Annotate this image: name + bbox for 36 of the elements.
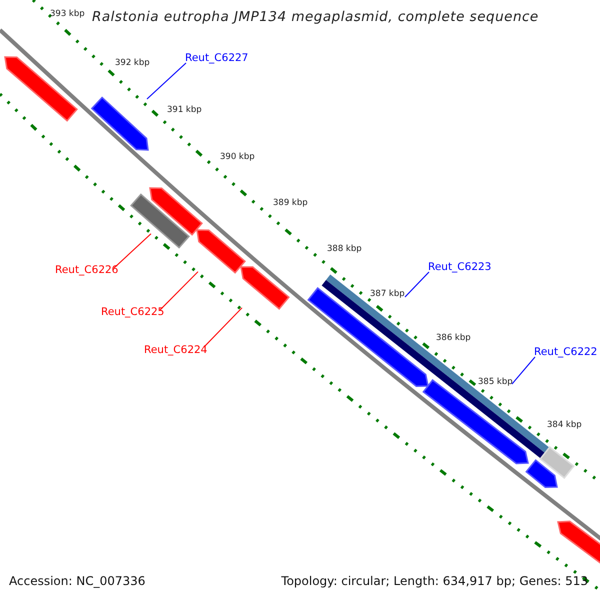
leader-line [404, 272, 430, 298]
gene-block [149, 187, 203, 236]
summary-text: Topology: circular; Length: 634,917 bp; Genes: 513 [281, 575, 588, 588]
gene-label: Reut_C6226 [55, 265, 118, 277]
gene-block [539, 446, 575, 479]
gene-label: Reut_C6222 [534, 347, 598, 359]
title: Ralstonia eutropha JMP134 megaplasmid, complete sequence [92, 10, 539, 25]
leader-line [204, 307, 242, 348]
gene-block [240, 266, 290, 310]
scale-label: 392 kbp [115, 59, 150, 68]
scale-label: 390 kbp [220, 153, 255, 162]
leader-line [114, 233, 152, 268]
gene-label: Reut_C6227 [185, 53, 248, 65]
gene-block [196, 229, 246, 274]
gene-block [307, 287, 429, 387]
gene-label: Reut_C6224 [144, 345, 208, 357]
scale-label: 386 kbp [436, 334, 471, 344]
scale-label: 385 kbp [478, 378, 513, 388]
scale-label: 387 kbp [370, 290, 405, 300]
leader-line [512, 356, 536, 384]
gene-block [4, 56, 78, 122]
gene-block [130, 193, 190, 249]
gene-label: Reut_C6225 [101, 307, 164, 319]
gene-block [422, 379, 529, 464]
leader-line [160, 271, 198, 310]
accession-text: Accession: NC_007336 [9, 575, 146, 588]
scale-label: 391 kbp [167, 106, 202, 116]
gene-label: Reut_C6223 [428, 262, 492, 274]
scale-label: 388 kbp [327, 245, 362, 254]
gene-block [557, 520, 600, 564]
gene-block [90, 96, 149, 151]
gene-block [525, 459, 558, 488]
leader-line [146, 62, 186, 100]
scale-label: 389 kbp [273, 199, 308, 208]
scale-label: 384 kbp [547, 421, 582, 430]
scale-label: 393 kbp [50, 10, 85, 20]
